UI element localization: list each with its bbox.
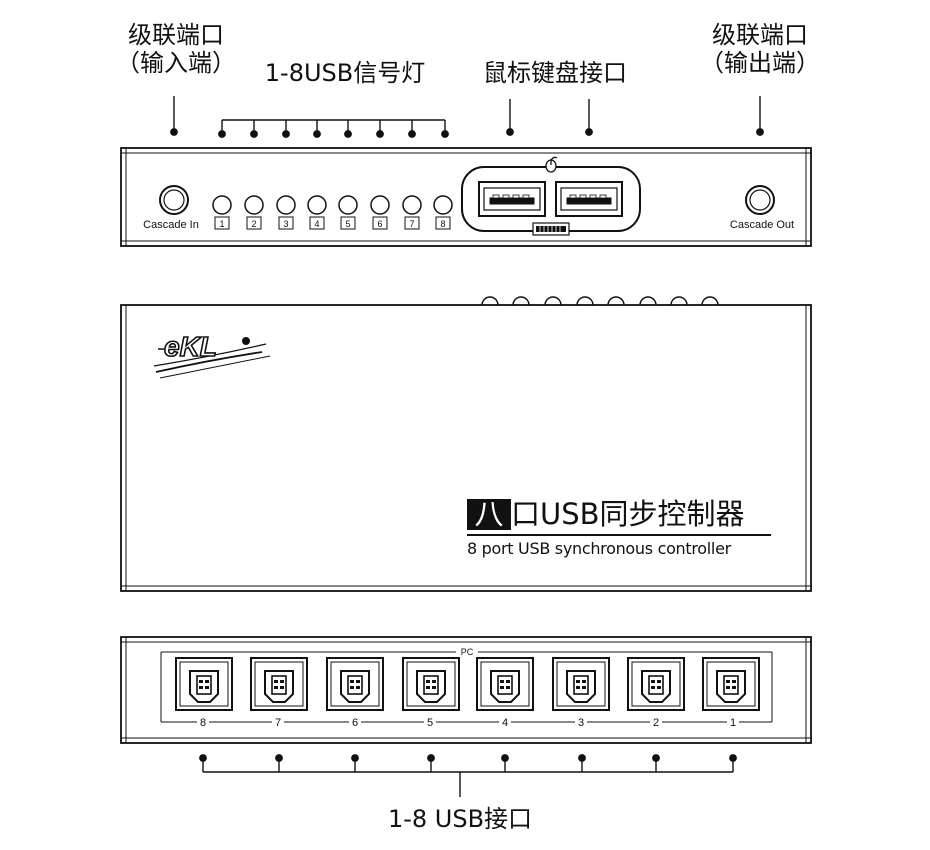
cascade-out-callout: 级联端口 （输出端） (690, 21, 830, 77)
led-number: 4 (314, 219, 319, 229)
cascade-out-callout-line1: 级联端口 (712, 21, 808, 49)
pc-group-label: PC (461, 647, 474, 657)
front-panel (120, 147, 812, 247)
leader-lines-top (170, 96, 764, 138)
product-title-highlight: 八 (474, 497, 504, 531)
port-number: 4 (502, 717, 508, 729)
cascade-in-jack[interactable] (159, 185, 189, 215)
usb-b-port-icon[interactable] (702, 657, 760, 711)
led-indicator-icon (276, 195, 296, 215)
led-indicator-icon (212, 195, 232, 215)
led-indicator-icon (433, 195, 453, 215)
brand-logo: eKL (153, 330, 271, 379)
cascade-out-label: Cascade Out (730, 219, 794, 231)
led-number: 6 (377, 219, 382, 229)
port-number: 6 (352, 717, 358, 729)
led-row (212, 195, 453, 215)
led-indicator-icon (307, 195, 327, 215)
led-indicator-icon (244, 195, 264, 215)
keyboard-icon (532, 222, 570, 236)
kbm-callout: 鼠标键盘接口 (483, 59, 627, 87)
port-number: 7 (275, 717, 281, 729)
cascade-in-callout: 级联端口 （输入端） (106, 21, 246, 77)
led-numbers: 1 2 3 4 5 6 7 8 (219, 219, 445, 229)
led-number: 7 (409, 219, 414, 229)
port-number: 5 (427, 717, 433, 729)
port-number: 3 (578, 717, 584, 729)
port-numbers: 8 7 6 5 4 3 2 1 (200, 717, 736, 729)
usb-a-port-icon[interactable] (478, 181, 546, 217)
usb-b-port-icon[interactable] (326, 657, 384, 711)
port-number: 8 (200, 717, 206, 729)
led-indicator-icon (338, 195, 358, 215)
product-title: 八口USB同步控制器 (467, 497, 745, 531)
led-indicator-icon (370, 195, 390, 215)
cascade-out-jack[interactable] (745, 185, 775, 215)
cascade-in-label: Cascade In (143, 219, 199, 231)
led-number-boxes (214, 216, 451, 230)
pc-group-frame (160, 651, 773, 723)
usb-a-port-icon[interactable] (555, 181, 623, 217)
usb-b-port-icon[interactable] (627, 657, 685, 711)
led-callout: 1-8USB信号灯 (264, 59, 426, 87)
usb-b-port-icon[interactable] (250, 657, 308, 711)
led-number: 8 (440, 219, 445, 229)
leader-lines-bottom (199, 754, 737, 797)
led-number: 1 (219, 219, 224, 229)
led-number: 3 (283, 219, 288, 229)
usb-b-port-icon[interactable] (552, 657, 610, 711)
usb-b-port-icon[interactable] (476, 657, 534, 711)
port-number: 2 (653, 717, 659, 729)
led-indicator-icon (402, 195, 422, 215)
usb-b-port-icon[interactable] (175, 657, 233, 711)
top-panel (120, 296, 812, 592)
back-panel (120, 636, 812, 744)
usb-b-port-icon[interactable] (402, 657, 460, 711)
cascade-in-callout-line1: 级联端口 (128, 21, 224, 49)
port-number: 1 (730, 717, 736, 729)
usb-ports-callout: 1-8 USB接口 (387, 805, 533, 833)
cascade-in-callout-line2: （输入端） (116, 48, 236, 77)
product-subtitle: 8 port USB synchronous controller (467, 539, 731, 558)
product-title-rest: 口USB同步控制器 (511, 497, 745, 531)
led-number: 2 (251, 219, 256, 229)
usb-b-ports (175, 657, 760, 711)
title-highlight-box (467, 499, 511, 530)
led-number: 5 (345, 219, 350, 229)
cascade-out-callout-line2: （输出端） (700, 48, 820, 77)
mouse-icon (545, 156, 558, 173)
brand-logo-text: eKL (164, 331, 217, 362)
